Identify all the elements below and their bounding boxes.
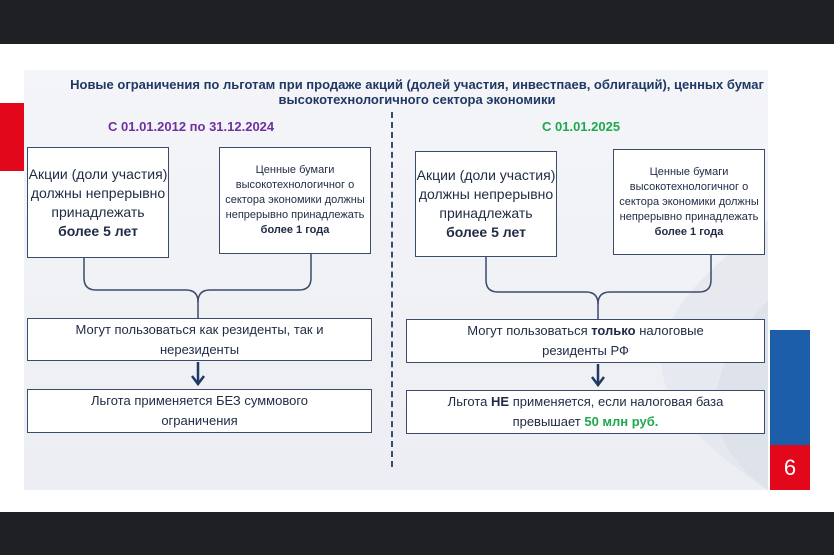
page-number: 6 [783, 454, 797, 480]
right-shares-box: Акции (доли участия) должны непрерывно п… [415, 151, 557, 257]
right-benefit-threshold: 50 млн руб. [584, 414, 659, 429]
right-securities-text: Ценные бумаги высокотехнологичног о сект… [619, 165, 759, 223]
right-eligibility-box: Могут пользоваться только налоговые рези… [406, 319, 765, 363]
left-eligibility-text: Могут пользоваться как резиденты, так и … [75, 321, 324, 357]
left-securities-duration: более 1 года [260, 224, 330, 236]
right-shares-text: Акции (доли участия) должны непрерывно п… [416, 167, 556, 221]
flag-blue-stripe [770, 330, 810, 445]
right-securities-box: Ценные бумаги высокотехнологичног о сект… [613, 149, 765, 255]
slide-title-line2: высокотехнологичного сектора экономики [278, 92, 556, 107]
left-shares-text: Акции (доли участия) должны непрерывно п… [28, 165, 168, 220]
right-benefit-pre: Льгота [447, 394, 488, 409]
right-eligibility-only: только [591, 323, 636, 338]
slide-title: Новые ограничения по льготам при продаже… [30, 77, 804, 107]
red-side-tab [0, 103, 24, 171]
right-securities-duration: более 1 года [654, 225, 724, 238]
right-benefit-box: Льгота НЕ применяется, если налоговая ба… [406, 390, 765, 434]
right-eligibility-pre: Могут пользоваться [467, 323, 588, 338]
left-period-label: С 01.01.2012 по 31.12.2024 [108, 119, 275, 134]
left-shares-duration: более 5 лет [58, 222, 138, 239]
right-benefit-mid: применяется, если налоговая база превыша… [512, 394, 724, 429]
column-divider [391, 112, 393, 467]
left-eligibility-box: Могут пользоваться как резиденты, так и … [27, 318, 372, 361]
slide-title-line1: Новые ограничения по льготам при продаже… [70, 77, 764, 92]
right-eligibility-post: налоговые резиденты РФ [542, 323, 704, 358]
left-benefit-text: Льгота применяется БЕЗ суммового огранич… [90, 393, 309, 428]
right-shares-duration: более 5 лет [446, 224, 526, 240]
page-number-badge: 6 [770, 445, 810, 490]
left-securities-box: Ценные бумаги высокотехнологичног о сект… [219, 147, 371, 254]
connector-lines [83, 254, 712, 388]
left-shares-box: Акции (доли участия) должны непрерывно п… [27, 147, 169, 258]
slide: 6 Новые ограничения по льготам при прода… [0, 44, 834, 512]
right-period-label: С 01.01.2025 [542, 119, 621, 134]
left-securities-text: Ценные бумаги высокотехнологичног о сект… [225, 164, 365, 221]
right-benefit-not: НЕ [491, 394, 510, 409]
left-benefit-box: Льгота применяется БЕЗ суммового огранич… [27, 389, 372, 433]
